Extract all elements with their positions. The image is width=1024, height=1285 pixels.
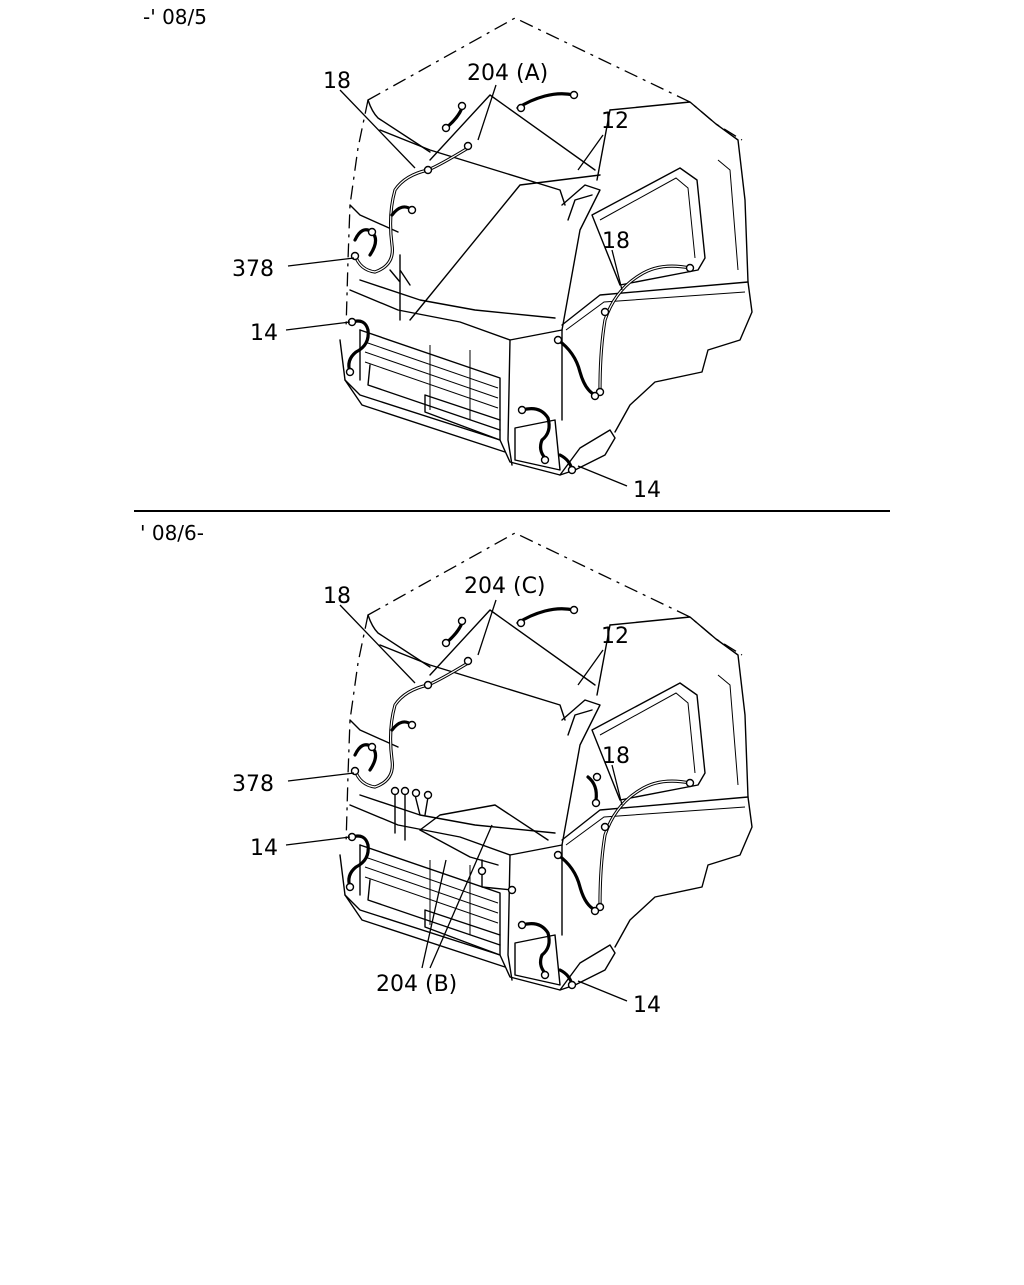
label-204c-bottom: 204 (C) [464,574,546,599]
label-14-left-top: 14 [250,321,278,346]
label-378-bottom: 378 [232,772,274,797]
center-harness-bottom [394,792,429,841]
hood-lower-bottom [419,829,499,866]
label-18-left-top: 18 [323,69,351,94]
bottom-view-caption: ' 08/6- [140,521,204,545]
label-14-right-bottom: 14 [633,993,661,1018]
label-18-left-bottom: 18 [323,584,351,609]
cab-drawing-top [339,17,753,476]
harness-drawing-top [344,89,696,476]
center-harness-top [389,254,411,321]
label-18-right-bottom: 18 [602,744,630,769]
label-204-top: 204 (A) [467,61,548,86]
label-378-top: 378 [232,257,274,282]
label-14-left-bottom: 14 [250,836,278,861]
hood-panel-bottom [419,804,549,841]
top-view: -' 08/5 18 204 (A) 12 18 378 14 14 [143,5,753,503]
hood-line-top [429,94,596,171]
top-view-caption: -' 08/5 [143,5,207,29]
label-18-right-top: 18 [602,229,630,254]
label-14-right-top: 14 [633,478,661,503]
hood-front-top [409,174,601,321]
cab-drawing-bottom [339,532,753,991]
harness-drawing-bottom [344,604,696,991]
bottom-view: ' 08/6- 18 204 (C) 12 18 37 [140,521,753,1018]
label-12-bottom: 12 [601,624,629,649]
label-204b-bottom: 204 (B) [376,972,457,997]
hood-line-bottom [429,609,596,686]
label-12-top: 12 [601,109,629,134]
